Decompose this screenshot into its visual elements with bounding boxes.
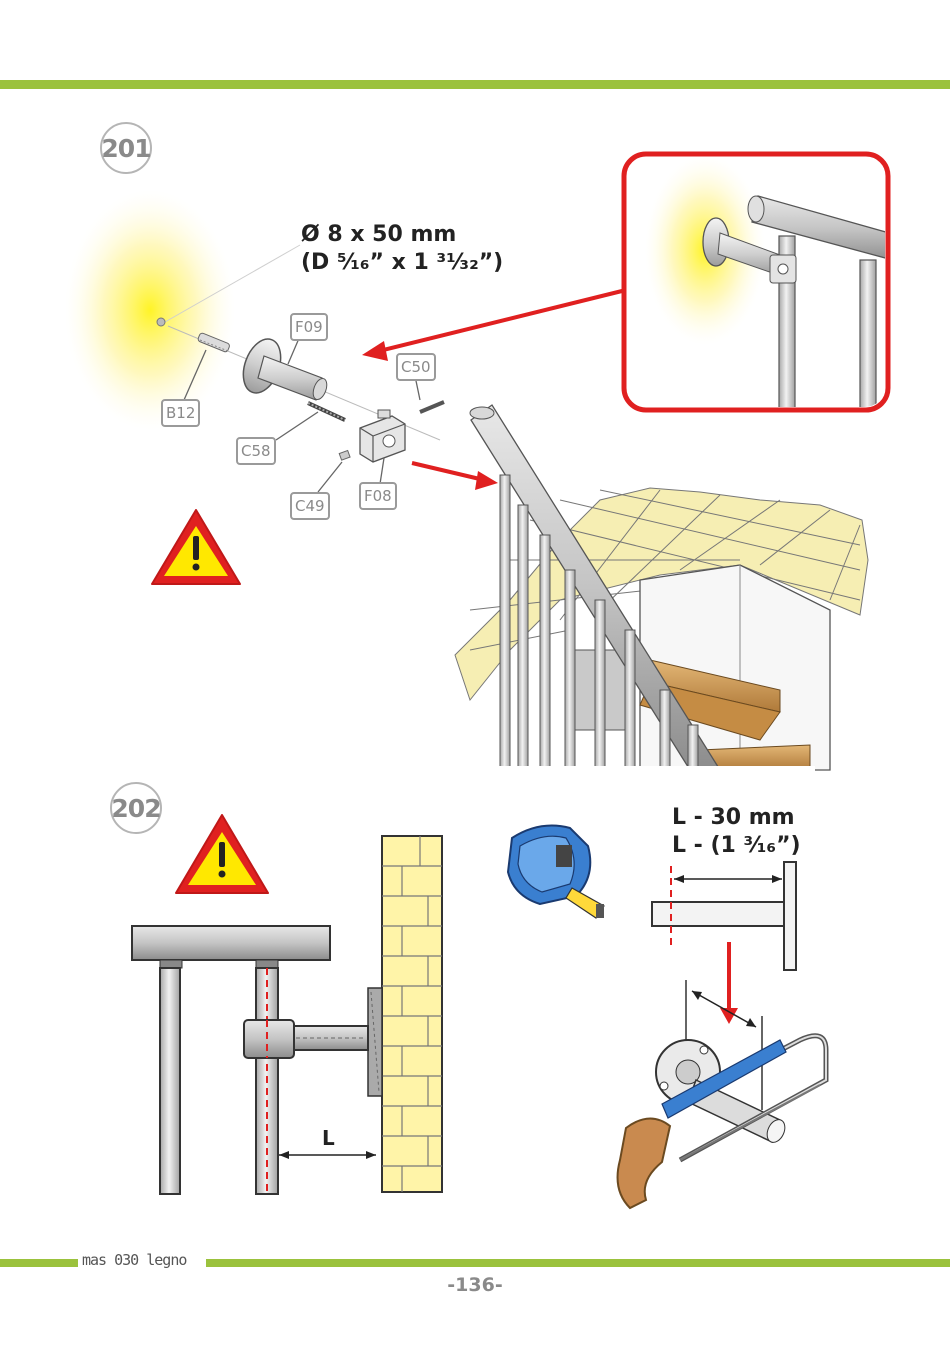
footer-accent-bar-left: [0, 1259, 78, 1267]
footer-brand: mas 030 legno: [82, 1251, 187, 1269]
warning-triangle-icon: [151, 509, 241, 585]
part-tag-f08: F08: [359, 482, 397, 510]
screw-spec-imperial: (D ⁵⁄₁₆” x 1 ³¹⁄₃₂”): [301, 250, 504, 275]
bracket-cut-diagram: [651, 861, 797, 1024]
dimension-label-l: L: [322, 1126, 335, 1150]
part-tag-c49: C49: [290, 492, 330, 520]
part-tag-f09: F09: [290, 313, 328, 341]
baluster-left: [159, 967, 181, 1195]
part-tag-b12: B12: [161, 399, 201, 427]
step-number-201: 201: [100, 122, 152, 174]
inset-detail-frame: [621, 151, 891, 413]
rail-clamp-f08: [359, 409, 406, 463]
part-tag-c58: C58: [236, 437, 276, 465]
top-accent-bar: [0, 80, 950, 89]
footer-accent-bar-right: [206, 1259, 950, 1267]
wall-bracket-f09: [242, 338, 328, 401]
detail-arrow: [374, 288, 627, 354]
staircase-illustration: [454, 404, 869, 776]
placement-arrow: [411, 461, 485, 482]
cut-length-metric: L - 30 mm: [672, 805, 795, 830]
part-tag-c50: C50: [396, 353, 436, 381]
step-number-202: 202: [110, 782, 162, 834]
tape-measure-icon: [506, 824, 605, 919]
wall-light-area: [65, 190, 235, 430]
warning-triangle-icon: [175, 814, 269, 894]
page-number: -136-: [447, 1274, 503, 1296]
screw-spec-metric: Ø 8 x 50 mm: [301, 222, 457, 247]
wall-plug-b12: [197, 332, 230, 353]
hacksaw-icon: [616, 980, 829, 1210]
cut-length-imperial: L - (1 ³⁄₁₆”): [672, 833, 801, 858]
stair-tread: [131, 925, 331, 961]
brick-wall: [381, 835, 443, 1193]
